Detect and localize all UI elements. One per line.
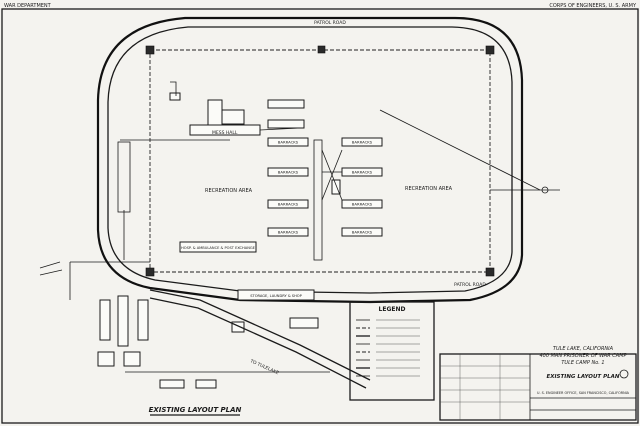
barracks-4 (267, 227, 309, 237)
building-sw-4 (97, 351, 115, 367)
barracks-3-label: BARRACKS (278, 202, 299, 207)
storage-label: STORAGE, LAUNDRY & SHOP (250, 294, 302, 298)
building-admin (267, 99, 305, 109)
guard-tower-nw (145, 45, 155, 55)
building-sw-2 (117, 295, 129, 347)
central-walk (313, 139, 323, 261)
patrol-road-inner (107, 26, 513, 294)
north-mark (170, 81, 177, 96)
barracks-8-label: BARRACKS (352, 230, 373, 235)
header-right: CORPS OF ENGINEERS, U. S. ARMY (549, 3, 637, 9)
sheet-number-circle (619, 369, 629, 379)
header-left: WAR DEPARTMENT (4, 3, 52, 9)
barracks-8 (341, 227, 383, 237)
title-office: U. S. ENGINEER OFFICE, SAN FRANCISCO, CA… (537, 391, 630, 395)
title-line-2: 400 MAN PRISONER OF WAR CAMP (539, 353, 626, 359)
title-line-1: TULE LAKE, CALIFORNIA (553, 346, 614, 352)
title-line-4: EXISTING LAYOUT PLAN (547, 374, 620, 380)
east-leader-1 (379, 109, 541, 191)
guard-tower-ne (485, 45, 495, 55)
barracks-2 (267, 167, 309, 177)
barracks-1 (267, 137, 309, 147)
latrine (331, 179, 341, 195)
barracks-1-label: BARRACKS (278, 140, 299, 145)
barracks-3 (267, 199, 309, 209)
barracks-5-label: BARRACKS (352, 140, 373, 145)
building-south-2 (231, 321, 245, 333)
title-line-3: TULE CAMP No. 1 (561, 360, 604, 366)
sheet-border (1, 8, 639, 424)
building-sw-3 (137, 299, 149, 341)
west-strip (117, 141, 131, 213)
patrol-road-outer (96, 16, 524, 304)
building-south-3 (159, 379, 185, 389)
compound-fence (149, 49, 491, 273)
building-hospital (179, 241, 257, 253)
barracks-5 (341, 137, 383, 147)
barracks-7-label: BARRACKS (352, 202, 373, 207)
road-to-tulelake-label: TO TULELAKE (248, 358, 279, 376)
mess-hall-label: MESS HALL (212, 130, 238, 136)
building-mess-2 (221, 109, 245, 125)
legend-box (349, 301, 435, 401)
plan-title: EXISTING LAYOUT PLAN (149, 406, 242, 414)
barracks-2-label: BARRACKS (278, 170, 299, 175)
patrol-road-top-label: PATROL ROAD (314, 20, 346, 26)
guard-tower-sw (145, 267, 155, 277)
building-south-4 (195, 379, 217, 389)
building-storage (237, 289, 315, 301)
sw-annotation (39, 261, 63, 276)
well-symbol (541, 186, 549, 194)
barracks-7 (341, 199, 383, 209)
guard-tower-se (485, 267, 495, 277)
guard-tower-n (317, 45, 326, 54)
road-to-tulelake (149, 289, 371, 381)
utility-line-2 (321, 149, 343, 201)
road-to-tulelake-edge (149, 297, 367, 389)
building-south-1 (289, 317, 319, 329)
recreation-area-left-label: RECREATION AREA (205, 188, 253, 194)
building-mess-1 (207, 99, 223, 127)
shed-1 (169, 92, 181, 101)
hospital-label: HOSP. & AMBULANCE & POST EXCHANGE (181, 246, 256, 250)
title-block (439, 353, 637, 421)
barracks-6-label: BARRACKS (352, 170, 373, 175)
legend-symbols (356, 319, 420, 377)
building-sw-1 (99, 299, 111, 341)
barracks-4-label: BARRACKS (278, 230, 299, 235)
patrol-road-bottom-label: PATROL ROAD (454, 282, 486, 288)
legend-title: LEGEND (379, 306, 406, 313)
revision-grid (440, 354, 530, 420)
recreation-area-right-label: RECREATION AREA (405, 186, 453, 192)
building-sw-5 (123, 351, 141, 367)
building-admin-2 (267, 119, 305, 129)
